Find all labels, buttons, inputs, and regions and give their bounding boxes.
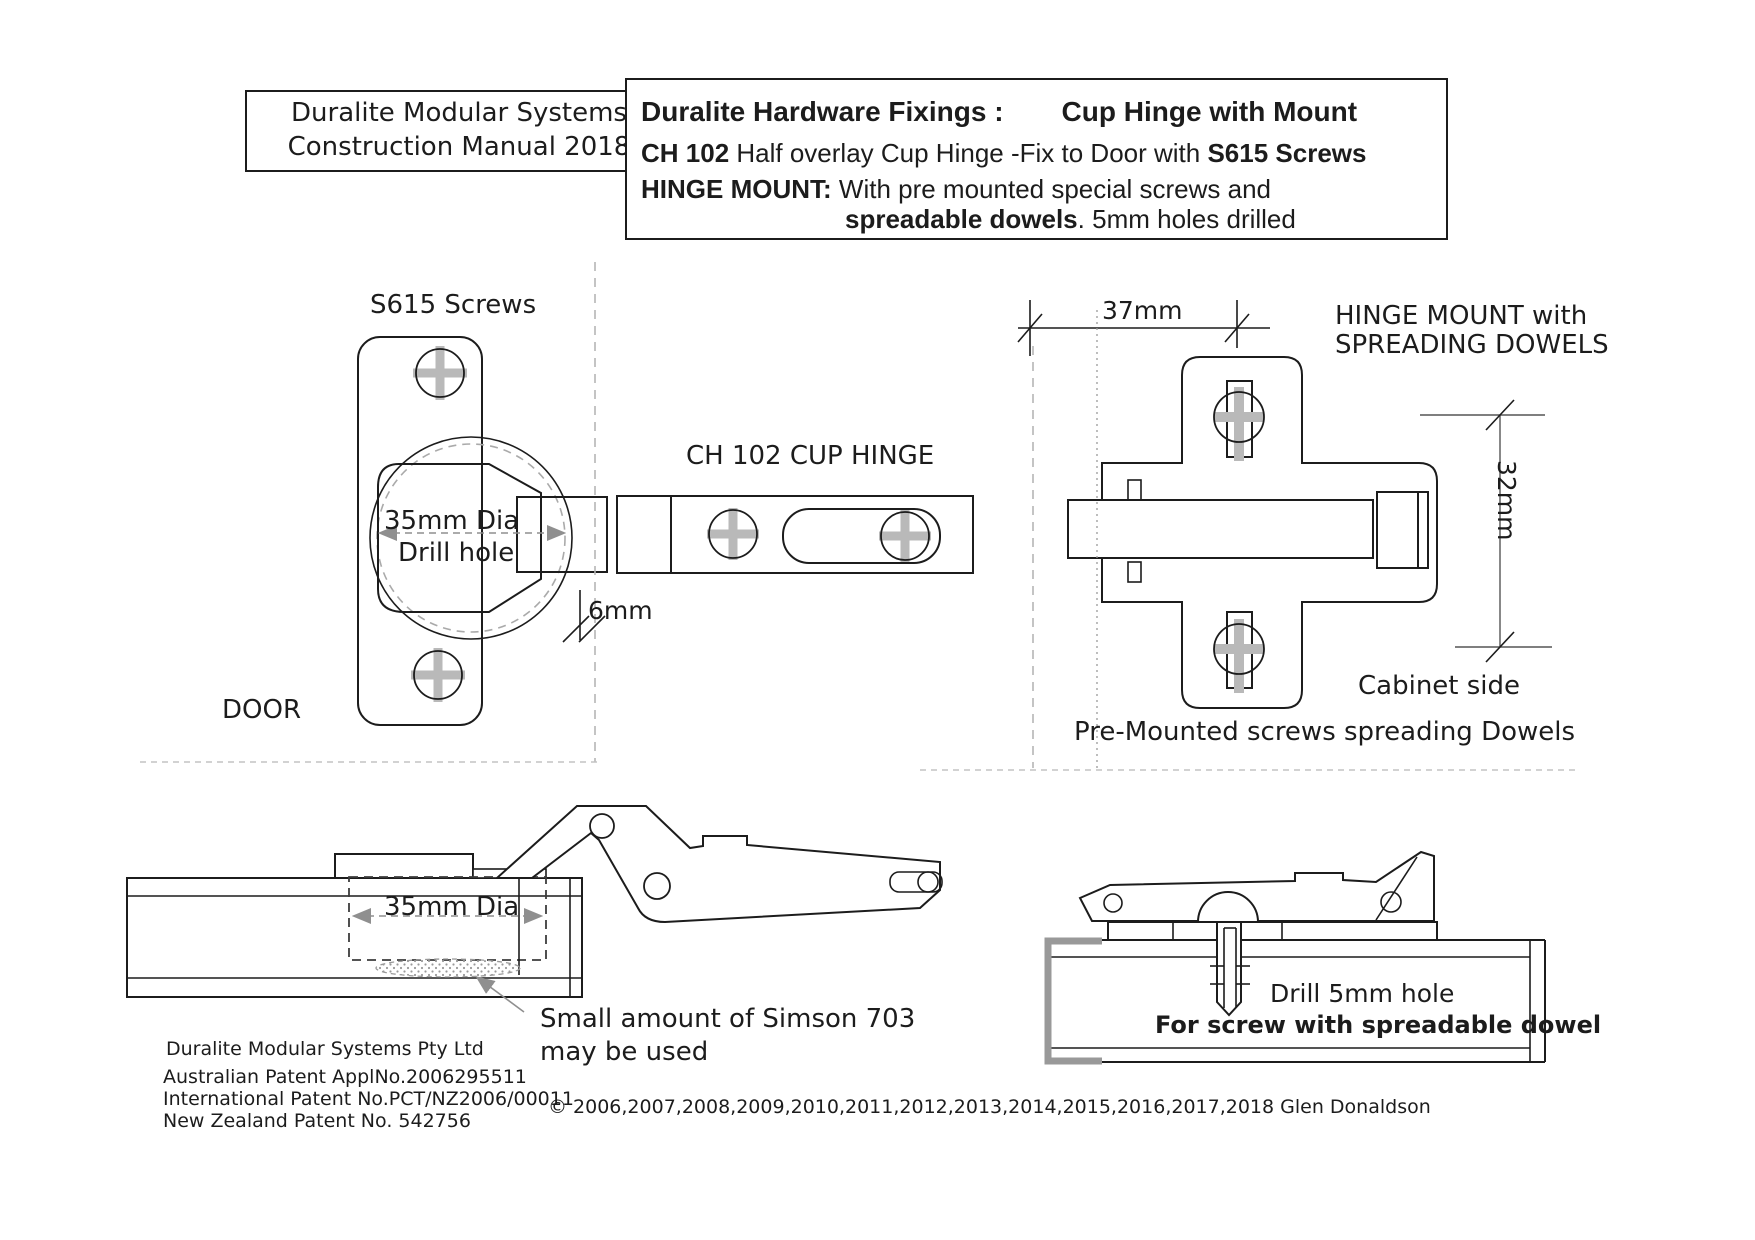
screws-code: S615 Screws	[1207, 138, 1367, 168]
dowel-clip	[1127, 561, 1142, 583]
holes-drilled-note: . 5mm holes drilled	[1077, 204, 1296, 234]
mount-section-view-drawing	[1044, 850, 1546, 1065]
page-title: Cup Hinge with Mount	[1061, 96, 1358, 127]
manual-title-line2: Construction Manual 2018	[287, 132, 631, 162]
company-name: Duralite Modular Systems Pty Ltd	[166, 1038, 484, 1060]
manual-title-box: Duralite Modular Systems Construction Ma…	[245, 90, 673, 172]
cabinet-side-label: Cabinet side	[1358, 671, 1521, 701]
dim-37mm-label: 37mm	[1102, 296, 1183, 325]
arm-slot-hole	[917, 871, 939, 893]
dim-32mm	[1420, 399, 1552, 663]
hinge-mount-title-line1: HINGE MOUNT with	[1335, 301, 1588, 331]
cup-rim-circle	[369, 436, 573, 640]
mount-plate-side	[1107, 921, 1438, 941]
screw-icon	[707, 508, 759, 560]
cup-flange-plate	[334, 853, 474, 879]
dim-37mm	[1017, 300, 1270, 356]
simson-note-line1: Small amount of Simson 703	[540, 1004, 916, 1034]
dim-6mm-ticks	[562, 590, 606, 643]
screw-icon	[1213, 619, 1265, 693]
spreadable-dowel	[1216, 922, 1242, 1017]
pivot-hole	[589, 813, 615, 839]
hinge-arm-outline	[616, 495, 974, 574]
hinge-description: Half overlay Cup Hinge -Fix to Door with	[736, 138, 1201, 168]
drill-5mm-label: Drill 5mm hole	[1270, 979, 1455, 1008]
ch102-cup-hinge-label: CH 102 CUP HINGE	[686, 441, 935, 471]
screw-dowel-note: For screw with spreadable dowel	[1155, 1011, 1602, 1039]
manual-title-line1: Duralite Modular Systems	[291, 98, 627, 128]
dim-32mm-label: 32mm	[1492, 460, 1521, 541]
cup-hinge-top-view-drawing	[616, 495, 974, 574]
adjustment-slot	[782, 508, 941, 564]
arm-hole	[1380, 891, 1402, 913]
dim-6mm-label: 6mm	[588, 596, 653, 625]
hinge-mount-label: HINGE MOUNT:	[641, 174, 832, 204]
hinge-mount-description: With pre mounted special screws and	[838, 174, 1271, 204]
hinge-mount-title-line2: SPREADING DOWELS	[1335, 330, 1609, 360]
patent-new-zealand: New Zealand Patent No. 542756	[163, 1110, 471, 1132]
patent-international: International Patent No.PCT/NZ2006/00011	[163, 1088, 574, 1110]
screw-head-dome	[1196, 891, 1260, 923]
hinge-arm-side-view	[494, 805, 941, 924]
hinge-cup-outline	[377, 463, 542, 613]
pivot-hole	[643, 872, 671, 900]
arm-slot-side	[889, 871, 943, 893]
hinge-arm-through-mount	[1067, 499, 1374, 559]
header-fixings-label: Duralite Hardware Fixings :	[641, 96, 1004, 127]
dia-35mm-label: 35mm Dia	[384, 506, 520, 536]
note-arrow	[475, 976, 525, 1013]
header-line3: HINGE MOUNT: With pre mounted special sc…	[641, 174, 1271, 205]
spreadable-dowels-label: spreadable dowels	[845, 204, 1078, 234]
hinge-mount-front-view-drawing	[920, 300, 1580, 771]
drill-hole-label: Drill hole	[398, 538, 515, 568]
premounted-caption: Pre-Mounted screws spreading Dowels	[1074, 717, 1576, 747]
simson-note-line2: may be used	[540, 1037, 709, 1067]
screw-icon	[411, 648, 465, 702]
s615-screws-label: S615 Screws	[370, 290, 537, 320]
screw-icon	[879, 510, 931, 562]
header-line2: CH 102 Half overlay Cup Hinge -Fix to Do…	[641, 138, 1366, 169]
mount-arm-side-view	[1078, 850, 1435, 922]
screw-icon	[413, 346, 467, 400]
page-header-box: Duralite Hardware Fixings : Cup Hinge wit…	[625, 78, 1448, 240]
glue-bead	[375, 958, 521, 978]
copyright-line: © 2006,2007,2008,2009,2010,2011,2012,201…	[548, 1096, 1431, 1118]
header-line1: Duralite Hardware Fixings : Cup Hinge wit…	[641, 96, 1357, 128]
dia-35mm-section-label: 35mm Dia	[384, 892, 520, 922]
door-label: DOOR	[222, 695, 302, 725]
panel-edge-bracket	[1044, 937, 1102, 1065]
door-front-view-drawing	[140, 262, 608, 763]
dowel-clip	[1127, 479, 1142, 501]
arm-hole	[1103, 893, 1123, 913]
header-line4: spreadable dowels. 5mm holes drilled	[845, 204, 1296, 235]
patent-australian: Australian Patent ApplNo.2006295511	[163, 1066, 527, 1088]
door-section-view-drawing	[126, 805, 943, 1013]
dowel-screw-detail	[1210, 927, 1250, 1008]
hinge-code: CH 102	[641, 138, 730, 168]
cup-tab	[516, 496, 608, 573]
arm-end-block	[1376, 491, 1429, 569]
screw-icon	[1213, 387, 1265, 461]
